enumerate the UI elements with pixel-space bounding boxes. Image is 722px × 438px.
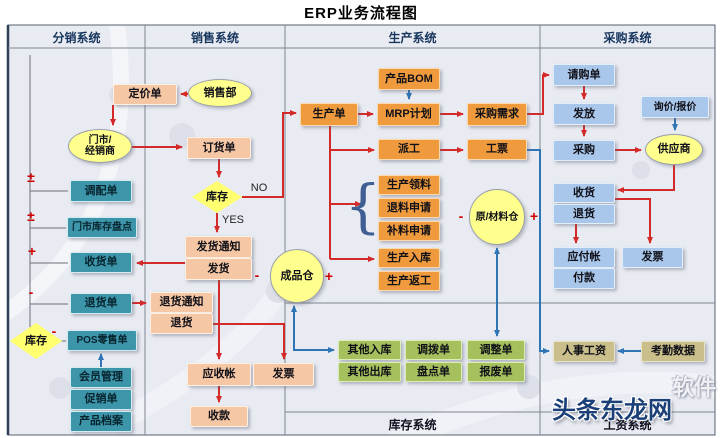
arrow-purchasedemand-to-requisition [527, 72, 550, 115]
adjustment-order: 调整单 [467, 340, 525, 360]
promotion-order: 促销单 [70, 389, 132, 410]
purchase-demand: 采购需求 [467, 103, 527, 126]
footer-label-inventory: 库存系统 [388, 417, 437, 432]
label-yes: YES [221, 213, 244, 226]
column-header-distribution: 分销系统 [52, 30, 101, 45]
sign-plusminus-2: ± [27, 208, 35, 225]
arrow-workticket-to-hrpayroll [527, 149, 550, 354]
return-order: 退货单 [70, 293, 132, 314]
arrow-stockcheck-no-to-productionorder [242, 110, 297, 198]
material-supplement-request: 补料申请 [378, 221, 440, 241]
purchase-invoice: 发票 [622, 247, 683, 268]
raw-material-store: 原/材料仓 [469, 189, 525, 245]
order-form: 订货单 [187, 137, 251, 159]
pricing-order: 定价单 [113, 84, 177, 105]
store-stocktake: 门市库存盘点 [67, 217, 137, 238]
page-title: ERP业务流程图 [304, 5, 418, 22]
transfer-order: 调拨单 [405, 340, 462, 360]
production-order: 生产单 [300, 103, 358, 126]
member-mgmt: 会员管理 [70, 367, 132, 388]
attendance-data: 考勤数据 [641, 341, 705, 362]
label-no: NO [250, 182, 268, 195]
sign-plus-1: + [27, 243, 37, 260]
sign-plus-raw: + [529, 208, 539, 225]
finished-goods-store: 成品仓 [270, 249, 324, 303]
purchase-return: 退货 [553, 204, 615, 224]
sales-invoice: 发票 [253, 363, 314, 386]
picking-brace: { [344, 172, 382, 241]
return-notice: 退货通知 [150, 292, 213, 313]
production-rework: 生产返工 [378, 271, 440, 291]
arrow-finishedstore-to-otherinbound [291, 305, 335, 353]
dispatch: 派工 [378, 139, 440, 160]
material-return-request: 退料申请 [378, 198, 440, 218]
other-outbound: 其他出库 [338, 362, 401, 382]
production-picking: 生产领料 [378, 175, 440, 195]
payable: 应付帐 [553, 247, 615, 268]
column-header-sales: 销售系统 [190, 30, 239, 45]
other-inbound: 其他入库 [338, 340, 401, 360]
payment: 付款 [553, 268, 615, 289]
sign-minus-finished: - [254, 267, 260, 284]
product-bom: 产品BOM [378, 68, 440, 90]
production-inbound: 生产入库 [378, 248, 440, 268]
allocation-order: 调配单 [70, 180, 132, 202]
sign-minus-1: - [28, 284, 34, 301]
purchase: 采购 [553, 140, 615, 161]
column-header-production: 生产系统 [388, 30, 437, 45]
goods-receipt: 收货 [553, 183, 615, 203]
sign-plusminus-1: ± [27, 169, 35, 186]
supplier: 供应商 [645, 134, 703, 165]
collection: 收款 [190, 406, 248, 427]
sign-minus-2: - [51, 323, 57, 340]
footer-label-payroll: 工资系统 [603, 417, 652, 432]
ship-notice: 发货通知 [185, 236, 252, 258]
sign-minus-raw: - [458, 208, 464, 225]
receivable: 应收帐 [187, 363, 251, 386]
hr-payroll: 人事工资 [553, 341, 615, 362]
stocktake-order: 盘点单 [405, 362, 462, 382]
work-ticket: 工票 [467, 139, 527, 160]
gray-connectors [29, 55, 68, 342]
ship: 发货 [185, 258, 252, 280]
receipt-order: 收货单 [70, 252, 132, 273]
purchase-requisition: 请购单 [553, 64, 615, 86]
blue-connectors [98, 90, 678, 367]
stock-check: 库存 [192, 181, 242, 213]
arrow-supplier-to-goodsreceipt [617, 165, 675, 193]
red-connectors [110, 72, 675, 403]
arrow-return-to-salesinvoice [212, 323, 287, 360]
release: 发放 [553, 103, 615, 125]
sign-plus-finished: + [324, 268, 334, 285]
sales-dept: 销售部 [188, 79, 252, 107]
scrap-order: 报废单 [467, 362, 525, 382]
store-dealer: 门市/ 经销商 [68, 129, 132, 163]
pos-retail-order: POS零售单 [67, 330, 137, 351]
inquiry-quote: 询价/报价 [641, 96, 709, 118]
arrow-goodsreceipt-to-purchaseinvoice [615, 198, 653, 244]
product-archive: 产品档案 [70, 411, 132, 432]
column-header-procurement: 采购系统 [603, 30, 652, 45]
mrp-plan: MRP计划 [377, 103, 440, 126]
sales-return: 退货 [150, 313, 213, 334]
